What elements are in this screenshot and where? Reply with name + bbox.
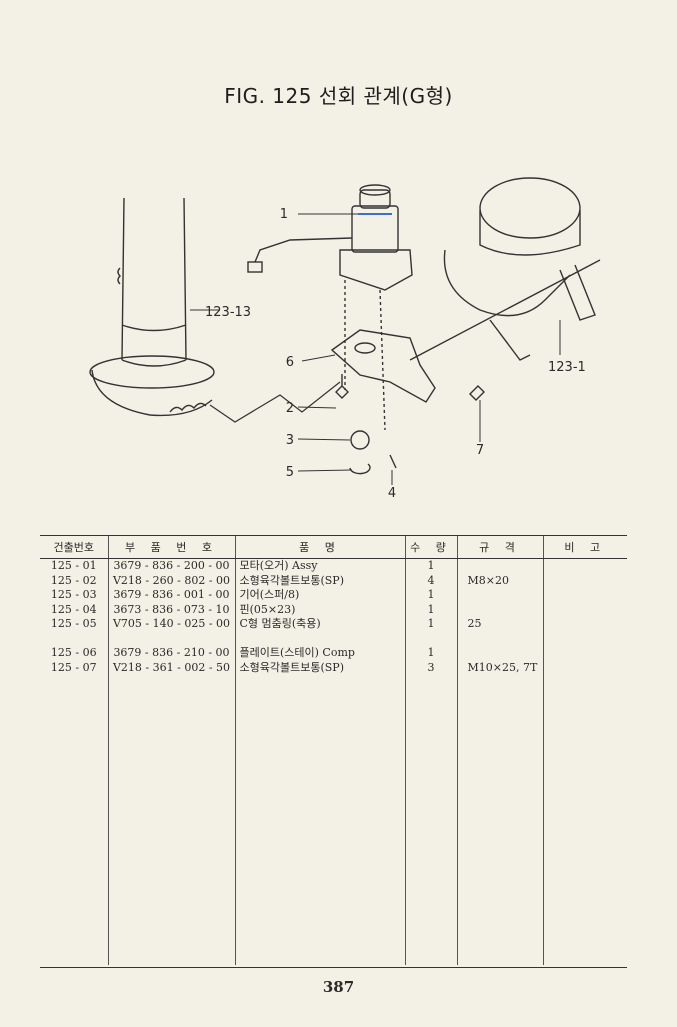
- page-number: 387: [322, 978, 355, 996]
- cell-spec: [456, 631, 543, 646]
- stay-plate: [330, 280, 436, 431]
- parts-list-table: 건출번호 부 품 번 호 품 명 수 량 규 격 비 고 125 - 01 36…: [40, 535, 627, 965]
- table-header-row: 건출번호 부 품 번 호 품 명 수 량 규 격 비 고: [40, 535, 627, 559]
- cell-part: V218 - 361 - 002 - 50: [107, 660, 235, 675]
- cell-note: [542, 617, 627, 632]
- cell-qty: 4: [404, 573, 457, 588]
- table-row: 125 - 06 3679 - 836 - 210 - 00 플레이트(스테이)…: [40, 646, 627, 661]
- cell-qty: 1: [404, 602, 457, 617]
- cell-qty: 1: [404, 558, 457, 574]
- gear-housing: [409, 177, 601, 361]
- cell-note: [542, 558, 627, 574]
- snap-ring-5: [349, 463, 371, 475]
- cell-part: [107, 631, 235, 646]
- cell-spec: M10×25, 7T: [456, 660, 543, 675]
- cell-no: 125 - 05: [50, 617, 97, 630]
- chain-line: [209, 381, 341, 423]
- table-row: 125 - 07 V218 - 361 - 002 - 50 소형육각볼트보통(…: [40, 660, 627, 675]
- cell-qty: 1: [404, 646, 457, 661]
- cell-qty: [404, 631, 457, 646]
- callout-123-13: 123-13: [205, 305, 251, 320]
- callout-4: 4: [388, 486, 396, 501]
- cell-no: [40, 632, 108, 647]
- cell-spec: [456, 558, 543, 574]
- bolt-2: [335, 374, 349, 399]
- cell-name: 모타(오거) Assy: [234, 558, 405, 574]
- table-empty-area: [40, 675, 627, 965]
- cell-name: 플레이트(스테이) Comp: [234, 646, 405, 661]
- bolt-7: [469, 385, 485, 401]
- header-spec: 규 격: [456, 535, 543, 559]
- table-row: 125 - 05 V705 - 140 - 025 - 00 C형 멈춤링(축용…: [40, 617, 627, 632]
- cell-part: 3679 - 836 - 210 - 00: [107, 646, 235, 661]
- table-row: 125 - 03 3679 - 836 - 001 - 00 기어(스퍼/8) …: [40, 588, 627, 603]
- cell-spec: M8×20: [456, 573, 543, 588]
- pin-4: [389, 454, 397, 469]
- cell-spec: [456, 588, 543, 603]
- cell-qty: 3: [404, 660, 457, 675]
- cell-part: V218 - 260 - 802 - 00: [107, 573, 235, 588]
- cell-note: [542, 660, 627, 675]
- cell-no: 125 - 01: [50, 559, 97, 572]
- cell-note: [542, 602, 627, 617]
- exploded-parts-diagram: 1 123-13 6 2 3 5 4 7 123-1: [89, 177, 601, 501]
- cell-no: 125 - 07: [50, 660, 97, 674]
- callout-3: 3: [286, 433, 294, 448]
- cell-part: V705 - 140 - 025 - 00: [107, 617, 235, 632]
- cell-note: [542, 588, 627, 603]
- motor-assembly: [247, 184, 413, 291]
- header-remarks: 비 고: [542, 535, 627, 559]
- header-quantity: 수 량: [404, 535, 457, 559]
- cell-spec: 25: [456, 617, 543, 632]
- table-row-spacer: [40, 631, 627, 647]
- pole-assembly: [89, 197, 215, 417]
- header-index-no: 건출번호: [40, 535, 108, 559]
- table-row: 125 - 04 3673 - 836 - 073 - 10 핀(05×23) …: [40, 602, 627, 617]
- cell-no: 125 - 04: [50, 602, 97, 616]
- cell-spec: [456, 646, 543, 661]
- cell-name: 소형육각볼트보통(SP): [234, 573, 405, 588]
- callout-7: 7: [476, 443, 484, 458]
- callout-123-1: 123-1: [548, 360, 586, 375]
- callout-2: 2: [286, 401, 294, 416]
- callout-6: 6: [286, 355, 294, 370]
- table-row: 125 - 01 3679 - 836 - 200 - 00 모타(오거) As…: [40, 558, 627, 574]
- cell-qty: 1: [404, 588, 457, 603]
- header-part-name: 품 명: [234, 535, 405, 559]
- cell-name: [234, 631, 405, 646]
- header-part-number: 부 품 번 호: [107, 535, 235, 559]
- cell-qty: 1: [404, 617, 457, 632]
- cell-part: 3679 - 836 - 001 - 00: [107, 588, 235, 603]
- table-row: 125 - 02 V218 - 260 - 802 - 00 소형육각볼트보통(…: [40, 573, 627, 588]
- callout-1: 1: [280, 207, 288, 222]
- figure-title: FIG. 125 선회 관계(G형): [224, 84, 453, 108]
- cell-note: [542, 631, 627, 646]
- cell-part: 3673 - 836 - 073 - 10: [107, 602, 235, 617]
- cell-no: 125 - 06: [50, 646, 97, 659]
- gear-3: [350, 430, 370, 450]
- cell-part: 3679 - 836 - 200 - 00: [107, 558, 235, 574]
- cell-name: C형 멈춤링(축용): [234, 617, 405, 632]
- cell-spec: [456, 602, 543, 617]
- cell-name: 소형육각볼트보통(SP): [234, 660, 405, 675]
- table-bottom-rule: [40, 967, 627, 968]
- cell-note: [542, 573, 627, 588]
- cell-no: 125 - 03: [50, 588, 97, 601]
- cell-name: 기어(스퍼/8): [234, 588, 405, 603]
- cell-no: 125 - 02: [50, 573, 97, 587]
- callout-5: 5: [286, 465, 294, 480]
- cell-name: 핀(05×23): [234, 602, 405, 617]
- cell-note: [542, 646, 627, 661]
